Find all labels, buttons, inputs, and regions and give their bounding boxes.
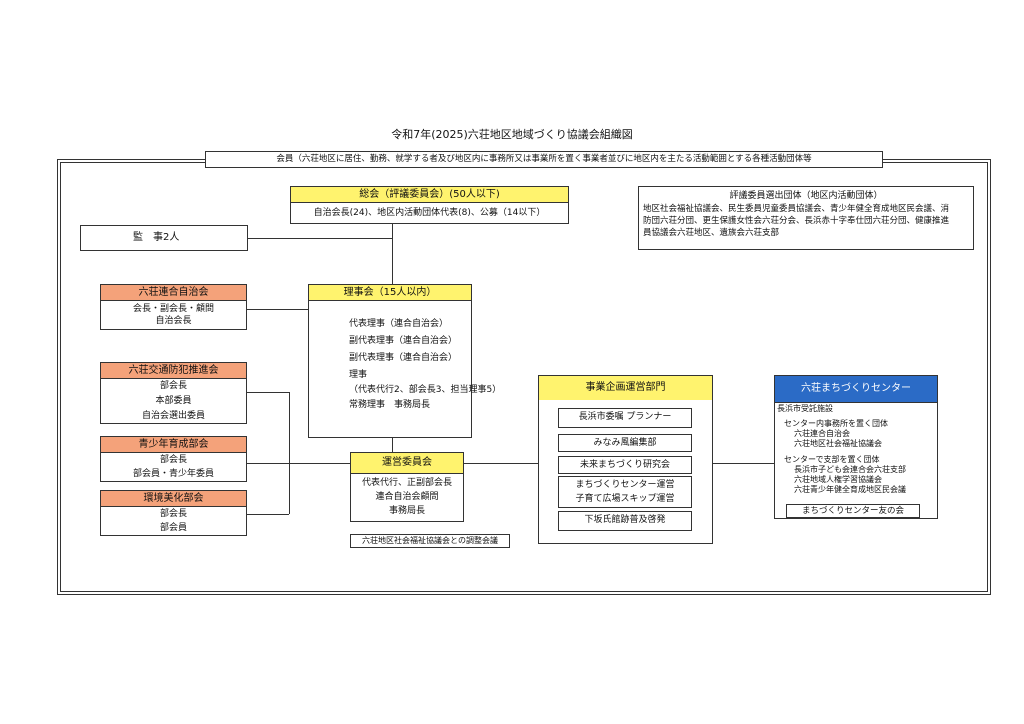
center-friends-box: まちづくりセンター友の会 [786, 504, 920, 518]
connector [248, 238, 392, 239]
planning-item: 長浜市委嘱 プランナー [558, 408, 692, 428]
connector [247, 514, 289, 515]
env-line: 部会員 [159, 523, 187, 533]
env-line: 部会長 [159, 509, 187, 519]
center-group-item: 六荘地区社会福祉協議会 [794, 439, 882, 448]
board-line: 副代表理事（連合自治会） [349, 336, 458, 346]
env-box: 環境美化部会 部会長 部会員 [100, 490, 247, 536]
steering-header: 運営委員会 [351, 453, 463, 474]
planning-item: 下坂氏館跡普及啓発 [558, 511, 692, 531]
bohan-line: 本部委員 [155, 396, 192, 406]
planning-header: 事業企画運営部門 [539, 376, 712, 400]
auditor-box: 監 事2人 [80, 225, 248, 251]
council-groups-line: 員協議会六荘地区、遺族会六荘支部 [643, 228, 780, 238]
steering-line: 代表代行、正副部会長 [361, 478, 452, 488]
connector [247, 463, 350, 464]
center-group-title: センター内事務所を置く団体 [784, 419, 888, 428]
bohan-box: 六荘交通防犯推進会 部会長 本部委員 自治会選出委員 [100, 362, 247, 424]
rengo-line: 自治会長 [155, 316, 192, 326]
connector [247, 392, 289, 393]
board-header: 理事会（15人以内） [309, 285, 471, 301]
connector [713, 463, 774, 464]
steering-box: 運営委員会 代表代行、正副部会長 連合自治会顧問 事務局長 [350, 452, 464, 522]
welfare-coordination-box: 六荘地区社会福祉協議会との調整会議 [350, 534, 510, 548]
youth-line: 部会員・青少年委員 [132, 469, 214, 479]
youth-line: 部会長 [159, 455, 187, 465]
center-group-item: 六荘連合自治会 [794, 429, 850, 438]
bohan-line: 自治会選出委員 [141, 411, 205, 421]
council-groups-title: 評議委員選出団体（地区内活動団体） [729, 191, 883, 201]
council-groups-line: 防団六荘分団、更生保護女性会六荘分会、長浜赤十字奉仕団六荘分団、健康推進 [643, 216, 950, 226]
board-line: 代表理事（連合自治会） [349, 319, 449, 329]
general-assembly-body: 自治会長(24)、地区内活動団体代表(8)、公募（14以下） [313, 208, 546, 218]
board-line: 副代表理事（連合自治会） [349, 353, 458, 363]
planning-item: 未来まちづくり研究会 [558, 456, 692, 474]
rengo-line: 会長・副会長・顧問 [132, 304, 214, 314]
center-group-title: センターで支部を置く団体 [784, 455, 880, 464]
center-box: 六荘まちづくりセンター 長浜市受託施設 センター内事務所を置く団体 六荘連合自治… [774, 375, 938, 519]
steering-line: 事務局長 [388, 506, 425, 516]
youth-header: 青少年育成部会 [101, 437, 246, 453]
board-box: 理事会（15人以内） 代表理事（連合自治会） 副代表理事（連合自治会） 副代表理… [308, 284, 502, 438]
center-group-item: 六荘青少年健全育成地区民会議 [794, 485, 906, 494]
bohan-header: 六荘交通防犯推進会 [101, 363, 246, 379]
bohan-line: 部会長 [159, 381, 187, 391]
youth-box: 青少年育成部会 部会長 部会員・青少年委員 [100, 436, 247, 482]
center-sub: 長浜市受託施設 [777, 404, 833, 413]
connector [289, 392, 290, 514]
general-assembly-box: 総会（評議委員会）(50人以下) 自治会長(24)、地区内活動団体代表(8)、公… [290, 186, 569, 224]
steering-line: 連合自治会顧問 [375, 492, 439, 502]
general-assembly-header: 総会（評議委員会）(50人以下) [291, 187, 568, 203]
connector [247, 309, 308, 310]
council-groups-box: 評議委員選出団体（地区内活動団体） 地区社会福祉協議会、民生委員児童委員協議会、… [638, 186, 974, 250]
connector [392, 224, 393, 284]
env-header: 環境美化部会 [101, 491, 246, 507]
connector [464, 463, 538, 464]
center-header: 六荘まちづくりセンター [775, 376, 937, 403]
board-line: （代表代行2、部会長3、担当理事5） [349, 385, 502, 395]
council-groups-line: 地区社会福祉協議会、民生委員児童委員協議会、青少年健全育成地区民会議、消 [643, 204, 950, 214]
connector [392, 438, 393, 452]
planning-item-line: 子育て広場スキップ運営 [575, 494, 675, 504]
membership-box: 会員（六荘地区に居住、勤務、就学する者及び地区内に事務所又は事業所を置く事業者並… [205, 151, 883, 168]
planning-item-line: まちづくりセンター運営 [575, 480, 675, 490]
center-group-item: 長浜市子ども会連合会六荘支部 [794, 465, 906, 474]
planning-item: みなみ風編集部 [558, 434, 692, 452]
board-line: 理事 [349, 370, 368, 380]
page-title: 令和7年(2025)六荘地区地域づくり協議会組織図 [391, 128, 633, 141]
rengo-header: 六荘連合自治会 [101, 285, 246, 301]
center-group-item: 六荘地域人権学習協議会 [794, 475, 882, 484]
board-line: 常務理事 事務局長 [349, 400, 431, 410]
rengo-box: 六荘連合自治会 会長・副会長・顧問 自治会長 [100, 284, 247, 330]
planning-item-double: まちづくりセンター運営 子育て広場スキップ運営 [558, 476, 692, 508]
